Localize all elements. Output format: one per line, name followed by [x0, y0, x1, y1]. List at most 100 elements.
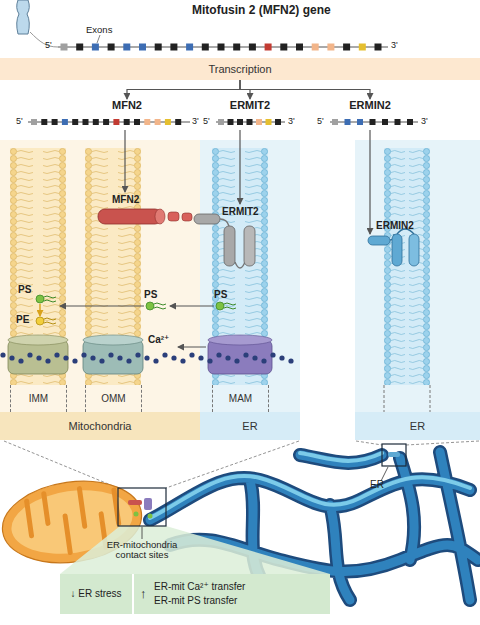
calcium-ion — [135, 352, 140, 357]
exon — [123, 44, 130, 51]
er-panel — [355, 140, 480, 412]
transcript: MFN2 — [14, 99, 200, 129]
exon — [31, 119, 37, 125]
ermit2-protein — [194, 214, 220, 224]
exon — [296, 44, 303, 51]
exon — [62, 119, 68, 125]
mitochondria-panel — [0, 140, 200, 412]
node-text: MAM — [229, 393, 252, 405]
exon — [395, 119, 401, 125]
node-text: ER-mit Ca²⁺ transfer — [154, 581, 245, 592]
ermin2-protein — [392, 234, 402, 266]
exon — [280, 44, 287, 51]
calcium-ion — [81, 352, 86, 357]
text-label: 3' — [288, 117, 295, 127]
exon — [233, 44, 240, 51]
lipid-bilayer — [384, 148, 430, 385]
calcium-arrow — [178, 347, 206, 348]
transcription-band: Transcription — [0, 58, 480, 80]
omm-channel — [83, 335, 143, 345]
dashed-box: OMM — [85, 385, 142, 412]
exon — [52, 119, 58, 125]
exon — [61, 44, 68, 51]
exon — [228, 119, 234, 125]
leader-line — [381, 467, 388, 481]
ermin2-protein — [409, 234, 419, 266]
calcium-ion — [261, 358, 266, 363]
exon — [92, 44, 99, 51]
exon — [134, 119, 140, 125]
text-label: 5' — [16, 117, 23, 127]
exon — [249, 44, 256, 51]
ps-tail — [154, 303, 166, 309]
ps-mini — [134, 512, 139, 517]
exon — [93, 119, 99, 125]
exon — [375, 44, 382, 51]
exon — [327, 44, 334, 51]
generated-shapes — [31, 44, 413, 126]
exon — [144, 119, 150, 125]
text-label: 5' — [203, 117, 210, 127]
pe-molecule — [36, 317, 56, 325]
diagram-title: Mitofusin 2 (MFN2) gene — [192, 3, 331, 17]
exon — [312, 44, 319, 51]
calcium-ion — [72, 358, 77, 363]
leader-line — [30, 32, 58, 47]
chromosome-icon — [17, 0, 30, 34]
calcium-ion — [180, 358, 185, 363]
exon — [175, 119, 181, 125]
calcium-ion — [198, 355, 203, 360]
connector-arrow — [240, 80, 250, 99]
transcript: ERMIT2 — [200, 99, 300, 129]
translation-arrow — [124, 130, 125, 192]
calcium-ion — [36, 355, 41, 360]
calcium-ion — [189, 352, 194, 357]
exon — [345, 119, 351, 125]
mfn2-protein — [168, 212, 179, 221]
exon — [357, 119, 363, 125]
calcium-ion — [9, 355, 14, 360]
calcium-ion — [99, 358, 104, 363]
er-membrane — [384, 148, 430, 385]
text-label: PE — [16, 314, 29, 325]
dashed-box: IMM — [10, 385, 67, 412]
dashed-box — [384, 385, 430, 412]
exon — [407, 119, 413, 125]
exon — [170, 44, 177, 51]
mitochondria-band: Mitochondria — [0, 412, 200, 440]
calcium-ions — [0, 352, 293, 363]
calcium-ion — [126, 358, 131, 363]
zoom-box — [118, 488, 166, 526]
calcium-ion — [144, 355, 149, 360]
exon — [218, 119, 224, 125]
exon — [218, 44, 225, 51]
calcium-ion — [153, 358, 158, 363]
node-text: MFN2 — [112, 99, 142, 112]
ps-molecule — [216, 302, 236, 310]
highlight-funnel — [60, 526, 330, 574]
exon — [113, 119, 119, 125]
calcium-ion — [45, 358, 50, 363]
calcium-ion — [162, 352, 167, 357]
calcium-ion — [18, 358, 23, 363]
calcium-ion — [279, 355, 284, 360]
text-label: Exons — [86, 25, 112, 35]
exon — [108, 44, 115, 51]
mam-channel — [208, 335, 272, 345]
er-panel — [200, 140, 300, 412]
exon — [265, 44, 272, 51]
calcium-ion — [216, 352, 221, 357]
pe-tail — [44, 318, 56, 324]
node-text: IMM — [29, 393, 48, 405]
connector-arrow — [240, 80, 370, 99]
text-label: Ca²⁺ — [148, 334, 169, 345]
channel-mini — [144, 498, 152, 510]
exon — [155, 44, 162, 51]
calcium-ion — [225, 355, 230, 360]
exon — [76, 44, 83, 51]
exon — [202, 44, 209, 51]
ps-molecule — [146, 302, 166, 310]
ermin2-protein — [368, 236, 390, 245]
